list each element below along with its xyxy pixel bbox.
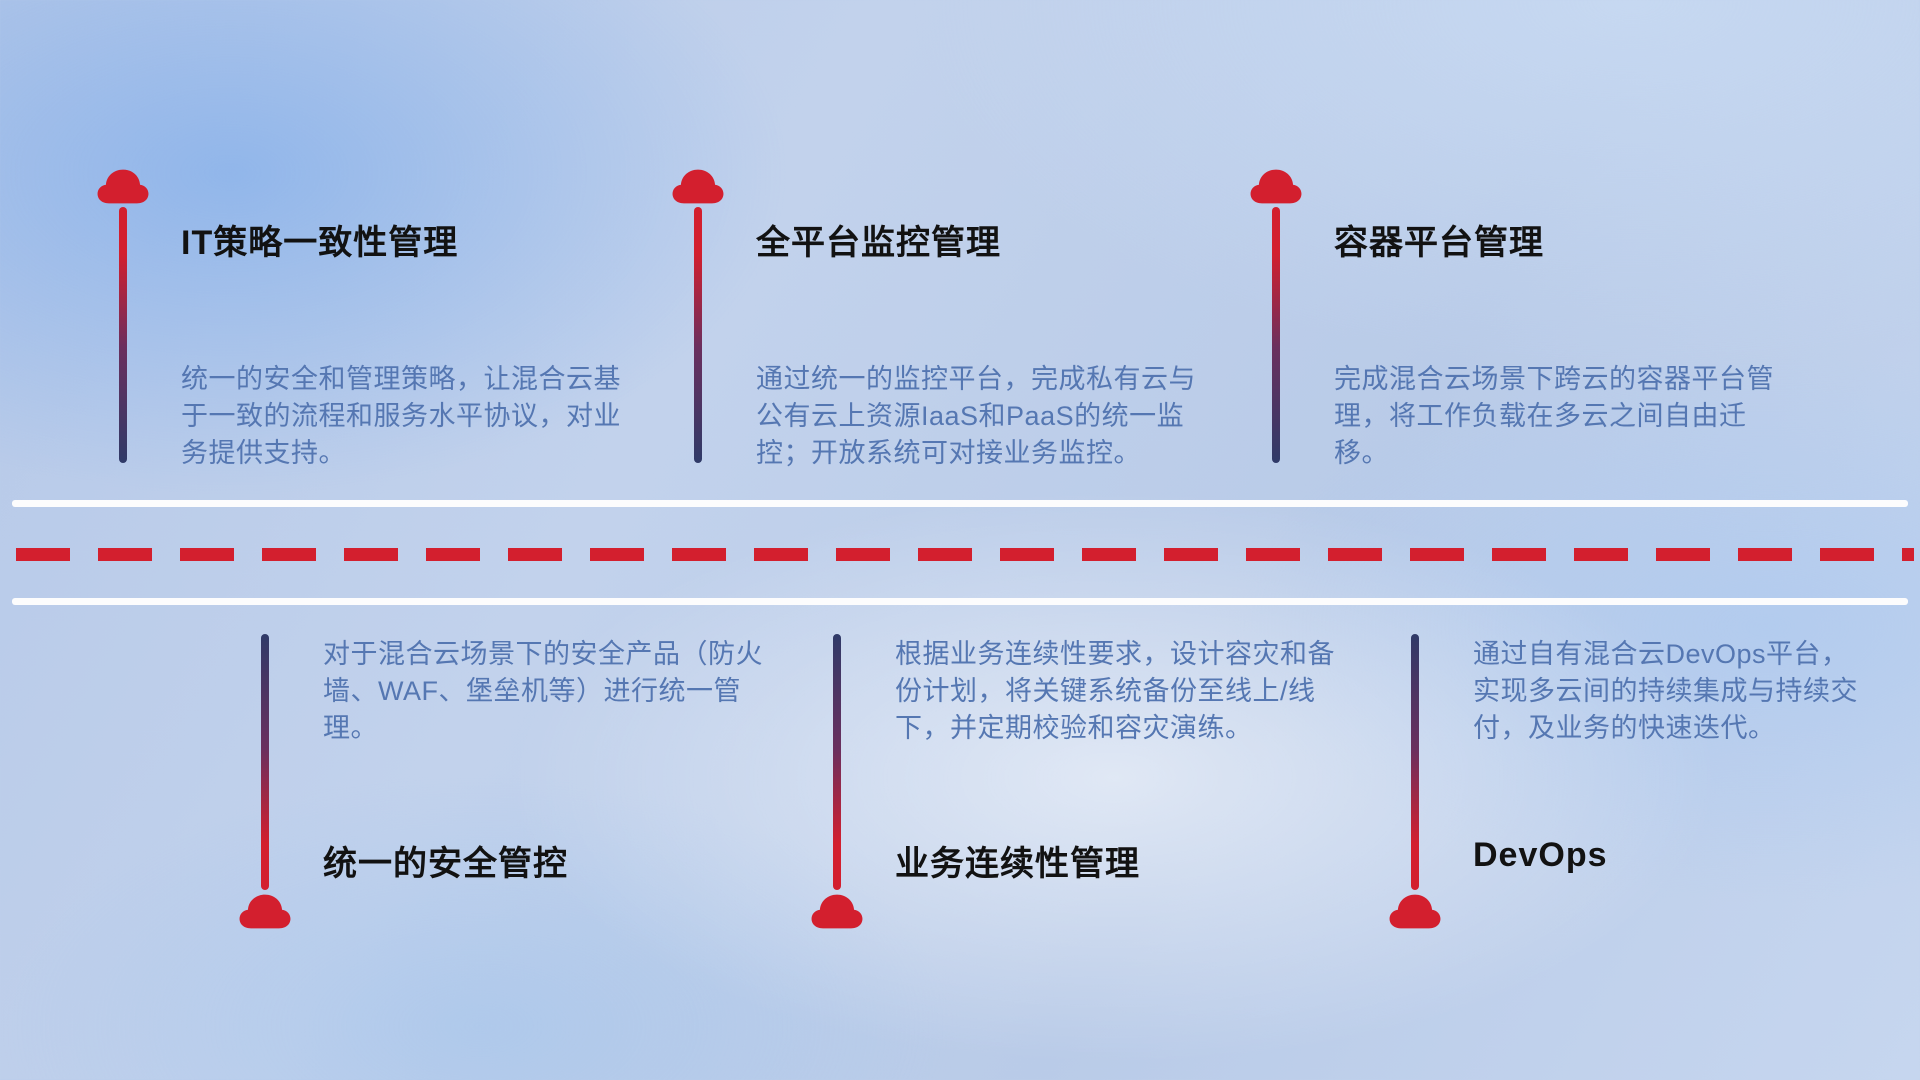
connector-line: [1411, 634, 1419, 890]
item-title: IT策略一致性管理: [181, 224, 459, 262]
connector-line: [694, 207, 702, 463]
feature-item-devops: DevOps 通过自有混合云DevOps平台，实现多云间的持续集成与持续交付，及…: [1387, 628, 1920, 958]
divider-white-line-bottom: [12, 598, 1908, 605]
cloud-icon: [237, 890, 293, 931]
item-title: 全平台监控管理: [756, 224, 1001, 262]
connector-line: [119, 207, 127, 463]
item-description: 通过自有混合云DevOps平台，实现多云间的持续集成与持续交付，及业务的快速迭代…: [1473, 639, 1858, 743]
divider-dashed-red-line: [16, 548, 1914, 561]
divider-white-line-top: [12, 500, 1908, 507]
item-description: 完成混合云场景下跨云的容器平台管理，将工作负载在多云之间自由迁移。: [1334, 364, 1774, 468]
cloud-icon: [1248, 165, 1304, 206]
connector-line: [1272, 207, 1280, 463]
cloud-icon: [809, 890, 865, 931]
item-description: 对于混合云场景下的安全产品（防火墙、WAF、堡垒机等）进行统一管理。: [323, 639, 763, 743]
cloud-icon: [670, 165, 726, 206]
feature-item-monitoring: 全平台监控管理 通过统一的监控平台，完成私有云与公有云上资源IaaS和PaaS的…: [670, 165, 1210, 475]
item-title: 统一的安全管控: [323, 845, 568, 883]
item-title: 业务连续性管理: [895, 845, 1140, 883]
item-title: 容器平台管理: [1334, 224, 1544, 262]
cloud-icon: [1387, 890, 1443, 931]
item-description: 通过统一的监控平台，完成私有云与公有云上资源IaaS和PaaS的统一监控；开放系…: [756, 364, 1196, 468]
item-description: 统一的安全和管理策略，让混合云基于一致的流程和服务水平协议，对业务提供支持。: [181, 364, 621, 468]
connector-line: [261, 634, 269, 890]
feature-item-it-policy: IT策略一致性管理 统一的安全和管理策略，让混合云基于一致的流程和服务水平协议，…: [95, 165, 635, 475]
feature-item-security-control: 统一的安全管控 对于混合云场景下的安全产品（防火墙、WAF、堡垒机等）进行统一管…: [237, 628, 777, 958]
connector-line: [833, 634, 841, 890]
feature-item-business-continuity: 业务连续性管理 根据业务连续性要求，设计容灾和备份计划，将关键系统备份至线上/线…: [809, 628, 1349, 958]
item-title: DevOps: [1473, 836, 1608, 874]
feature-item-container-platform: 容器平台管理 完成混合云场景下跨云的容器平台管理，将工作负载在多云之间自由迁移。: [1248, 165, 1788, 475]
cloud-icon: [95, 165, 151, 206]
item-description: 根据业务连续性要求，设计容灾和备份计划，将关键系统备份至线上/线下，并定期校验和…: [895, 639, 1335, 743]
